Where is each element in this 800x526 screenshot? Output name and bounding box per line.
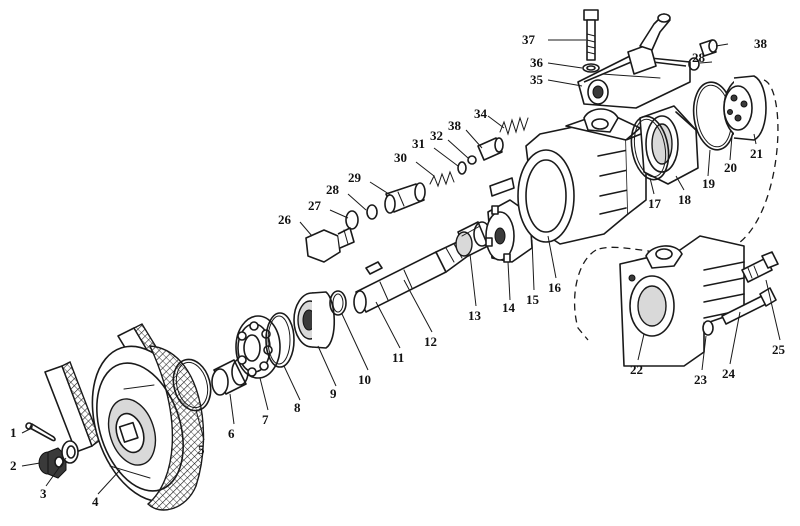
shaft-key — [365, 261, 383, 275]
label-part-1: 1 — [10, 425, 17, 440]
rear-housing — [619, 235, 745, 367]
retaining-ring — [265, 312, 295, 368]
needle-bearing — [455, 221, 491, 257]
label-part-14: 14 — [502, 300, 516, 315]
snap-ring — [329, 290, 347, 316]
plug — [305, 227, 355, 263]
label-part-37: 37 — [522, 32, 536, 47]
label-part-35: 35 — [530, 72, 544, 87]
label-part-30: 30 — [394, 150, 407, 165]
label-part-38-fitting: 38 — [754, 36, 768, 51]
valve-cover — [577, 13, 691, 109]
label-part-11: 11 — [392, 350, 404, 365]
pulley — [91, 345, 205, 511]
pump-housing — [517, 108, 647, 245]
label-part-5: 5 — [198, 442, 205, 457]
label-part-2: 2 — [10, 458, 17, 473]
label-part-7: 7 — [262, 412, 269, 427]
label-part-8: 8 — [294, 400, 301, 415]
label-part-15: 15 — [526, 292, 540, 307]
fitting-seal — [688, 57, 700, 71]
label-part-38-valve: 38 — [448, 118, 462, 133]
ball-bearing — [235, 315, 281, 379]
valve-body — [384, 182, 426, 214]
label-part-10: 10 — [358, 372, 371, 387]
plug-seal — [345, 210, 359, 230]
washer — [61, 440, 79, 464]
label-part-17: 17 — [648, 196, 662, 211]
label-part-6: 6 — [228, 426, 235, 441]
label-part-12: 12 — [424, 334, 437, 349]
end-cover — [723, 75, 767, 141]
bolt-washer — [582, 63, 600, 73]
outer-spring — [499, 116, 529, 136]
bolt — [583, 9, 599, 61]
valve-seal — [366, 204, 378, 220]
sealed-bearing — [293, 291, 336, 349]
label-part-36: 36 — [530, 55, 544, 70]
label-part-9: 9 — [330, 386, 337, 401]
rear-washer — [702, 320, 714, 336]
leader-lines — [21, 39, 781, 495]
label-part-32: 32 — [430, 128, 443, 143]
label-part-24: 24 — [722, 366, 736, 381]
label-part-19: 19 — [702, 176, 716, 191]
seal-ring — [630, 115, 670, 181]
stator-ring — [639, 105, 699, 185]
castle-nut — [38, 447, 67, 479]
valve-ball — [467, 155, 477, 165]
long-bolt — [721, 287, 777, 325]
assembly-dash-lower — [573, 249, 597, 341]
rear-fitting — [741, 251, 779, 283]
label-part-21: 21 — [750, 146, 763, 161]
label-part-25: 25 — [772, 342, 786, 357]
label-part-20: 20 — [724, 160, 737, 175]
label-part-26: 26 — [278, 212, 292, 227]
label-part-28-valve: 28 — [326, 182, 340, 197]
label-part-29: 29 — [348, 170, 362, 185]
label-part-27: 27 — [308, 198, 322, 213]
label-part-16: 16 — [548, 280, 562, 295]
label-part-22: 22 — [630, 362, 643, 377]
label-part-34: 34 — [474, 106, 488, 121]
label-part-18: 18 — [678, 192, 692, 207]
spring-seat — [457, 161, 467, 175]
part-labels: 1 2 3 4 5 6 7 8 9 10 11 12 13 14 15 16 1… — [10, 32, 786, 509]
label-part-31: 31 — [412, 136, 425, 151]
label-part-4: 4 — [92, 494, 99, 509]
label-part-23: 23 — [694, 372, 708, 387]
label-part-3: 3 — [40, 486, 47, 501]
spring — [429, 170, 455, 188]
sleeve — [211, 358, 249, 396]
o-ring — [172, 358, 212, 412]
valve-sleeve — [477, 137, 504, 161]
label-part-28-cover: 28 — [692, 50, 706, 65]
label-part-13: 13 — [468, 308, 482, 323]
cotter-pin — [25, 422, 56, 442]
